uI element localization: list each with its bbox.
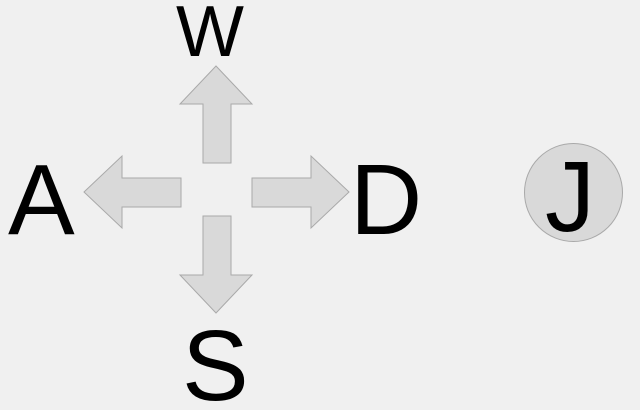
key-label-s: S — [182, 310, 249, 410]
key-label-j: J — [545, 141, 595, 253]
key-label-a: A — [8, 144, 75, 256]
arrow-down-icon[interactable] — [178, 215, 254, 314]
arrow-right-icon[interactable] — [251, 154, 350, 230]
action-button-j[interactable]: J — [524, 143, 623, 247]
key-label-d: D — [350, 144, 423, 256]
arrow-up-icon[interactable] — [178, 65, 254, 164]
arrow-left-icon[interactable] — [83, 154, 182, 230]
key-label-w: W — [176, 0, 244, 72]
